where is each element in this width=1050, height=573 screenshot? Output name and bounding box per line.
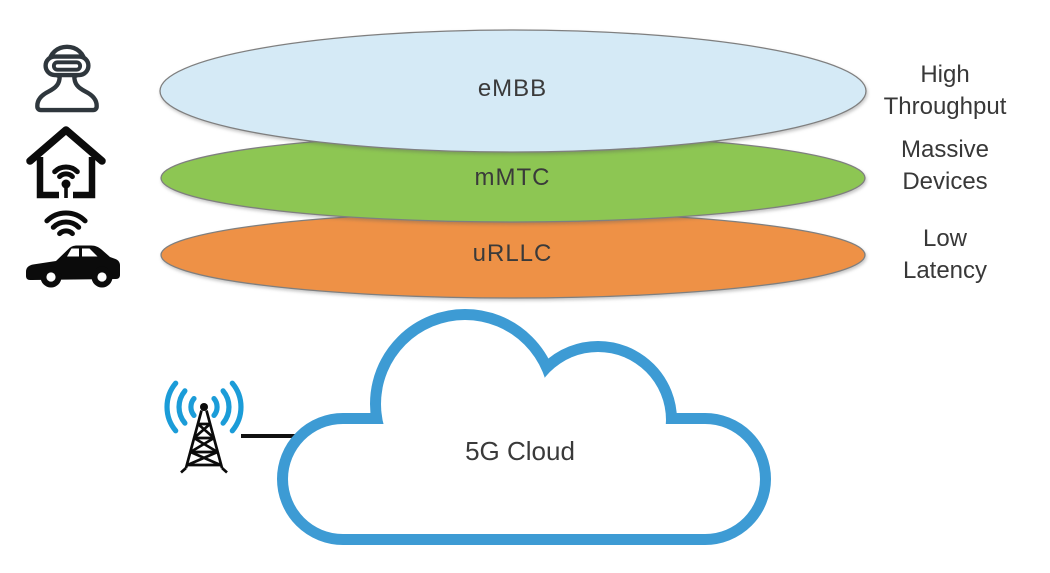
tower-rungs bbox=[187, 422, 221, 467]
wave-left-inner bbox=[188, 396, 197, 418]
wave-right-mid bbox=[220, 388, 232, 426]
annotation-line-2: Devices bbox=[902, 168, 988, 195]
car-wifi-arcs bbox=[44, 210, 88, 237]
slice-embb-ellipse bbox=[159, 29, 867, 153]
wave-right-inner bbox=[211, 396, 220, 418]
car-front-hub bbox=[46, 272, 56, 282]
home-wifi-arc-outer bbox=[52, 164, 80, 175]
annotation-massive-devices: Massive Devices bbox=[845, 134, 1045, 198]
annotation-line-1: Low bbox=[922, 225, 968, 252]
slice-label-urllc: uRLLC bbox=[472, 240, 553, 267]
annotation-line-2: Throughput bbox=[883, 93, 1007, 120]
home-wifi-dot bbox=[61, 179, 71, 189]
slice-ellipses bbox=[159, 29, 867, 299]
connected-car-icon bbox=[26, 210, 120, 288]
tower-braces bbox=[186, 422, 222, 467]
vr-headset-slot bbox=[51, 60, 83, 72]
annotation-line-1: High bbox=[920, 61, 970, 88]
home-right-wall bbox=[73, 157, 96, 199]
tower-radio-waves bbox=[164, 380, 244, 434]
tower-feet bbox=[180, 466, 228, 474]
tower-cloud-connector-line bbox=[241, 434, 297, 438]
car-wifi-arc-outer bbox=[44, 210, 88, 224]
vr-user-shape bbox=[35, 44, 99, 113]
smart-home-icon bbox=[26, 126, 106, 199]
network-slices-stack bbox=[159, 29, 867, 299]
car-windows bbox=[67, 248, 98, 257]
vr-headset-user-icon bbox=[35, 44, 99, 113]
tower-lattice bbox=[180, 410, 228, 474]
slice-label-embb: eMBB bbox=[477, 75, 548, 102]
annotation-line-2: Latency bbox=[902, 257, 988, 284]
home-left-wall bbox=[36, 157, 59, 199]
5g-cloud-shape bbox=[277, 309, 771, 545]
wave-right-outer bbox=[229, 380, 244, 434]
wave-left-outer bbox=[164, 380, 179, 434]
car-rear-hub bbox=[97, 272, 107, 282]
cloud-label: 5G Cloud bbox=[465, 436, 575, 466]
car-wifi-arc-mid bbox=[50, 219, 82, 230]
annotation-low-latency: Low Latency bbox=[845, 223, 1045, 287]
home-roof bbox=[26, 126, 106, 165]
annotation-high-throughput: High Throughput bbox=[845, 59, 1045, 123]
wave-left-mid bbox=[176, 388, 188, 426]
slice-label-mmtc: mMTC bbox=[474, 164, 551, 191]
vr-user-torso bbox=[35, 75, 99, 113]
cell-tower-icon bbox=[164, 380, 244, 474]
car-wifi-arc-inner bbox=[57, 228, 75, 237]
annotation-line-1: Massive bbox=[900, 136, 990, 163]
tower-top-ball bbox=[200, 403, 208, 411]
home-wifi-stem bbox=[64, 186, 68, 198]
cloud-fill bbox=[288, 320, 760, 534]
smart-home-shape bbox=[26, 126, 106, 199]
home-wifi-arc-inner bbox=[57, 171, 75, 180]
